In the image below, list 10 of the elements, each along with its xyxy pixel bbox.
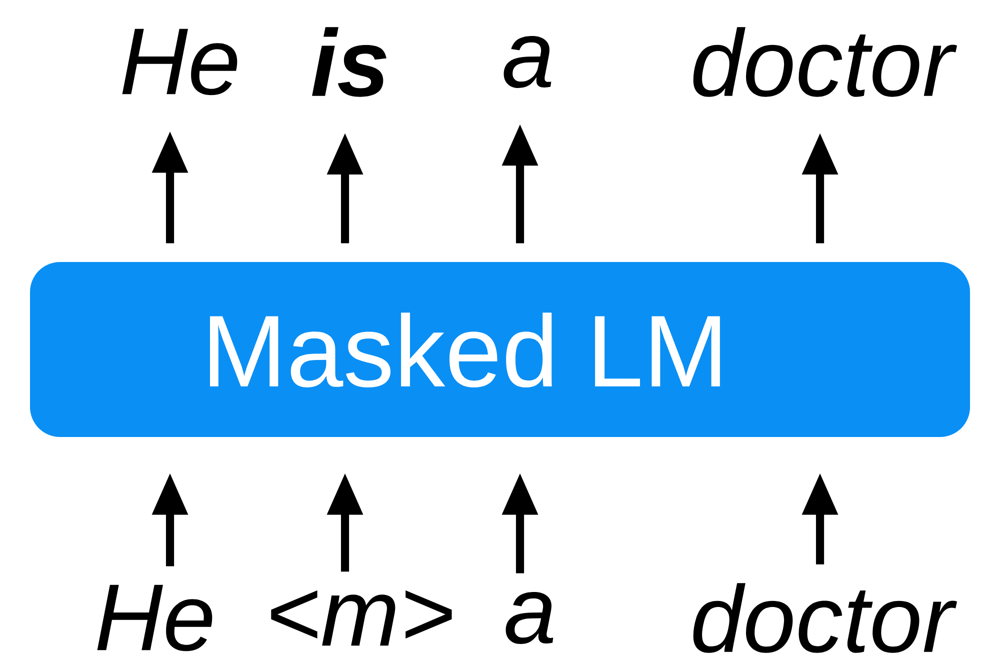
word: doctor	[693, 27, 958, 97]
word: <m>	[271, 590, 452, 646]
word: He	[97, 584, 212, 652]
model-box	[30, 262, 970, 437]
word: is	[312, 27, 386, 97]
box-label: Masked LM	[210, 312, 720, 388]
word: a	[504, 36, 552, 88]
word: He	[122, 28, 238, 96]
word: doctor	[693, 583, 958, 653]
word: a	[506, 592, 554, 644]
